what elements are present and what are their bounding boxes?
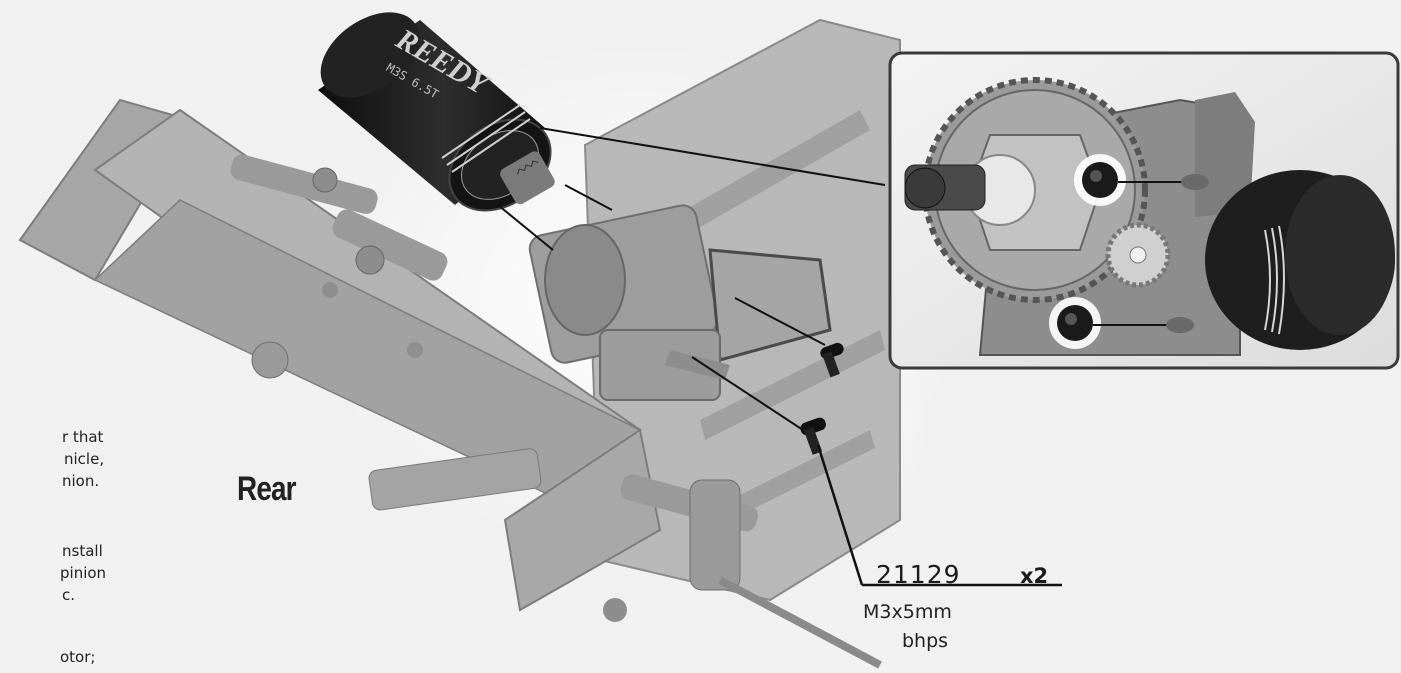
part-spec: M3x5mm [863, 601, 952, 623]
rear-label: Rear [237, 470, 297, 508]
instruction-line: pinion [60, 564, 107, 582]
instruction-line: r that [62, 428, 104, 446]
instruction-text: r that nicle, nion. nstall pinion c. oto… [0, 0, 110, 673]
instruction-line: c. [62, 586, 76, 604]
inset-detail-panel [888, 51, 1400, 370]
screw-icon [820, 342, 844, 378]
part-quantity: x2 [1020, 564, 1049, 588]
instruction-line: nion. [62, 472, 100, 490]
pinion-gear-icon [1105, 222, 1171, 288]
screw-icon [800, 417, 826, 455]
part-description: bhps [902, 630, 949, 652]
instruction-line: nstall [62, 542, 103, 560]
part-number: 21129 [876, 560, 961, 589]
screw-icon [1049, 297, 1194, 349]
pinion-gear-icon [500, 151, 555, 205]
rear-wing [18, 98, 662, 612]
spur-gear-icon [904, 77, 1148, 303]
instruction-line: otor; [60, 648, 96, 666]
motor-icon: REEDY M3S 6.5T [318, 12, 555, 212]
gearbox-assembly [230, 154, 882, 669]
screw-icon [1074, 154, 1209, 206]
instruction-line: nicle, [64, 450, 105, 468]
